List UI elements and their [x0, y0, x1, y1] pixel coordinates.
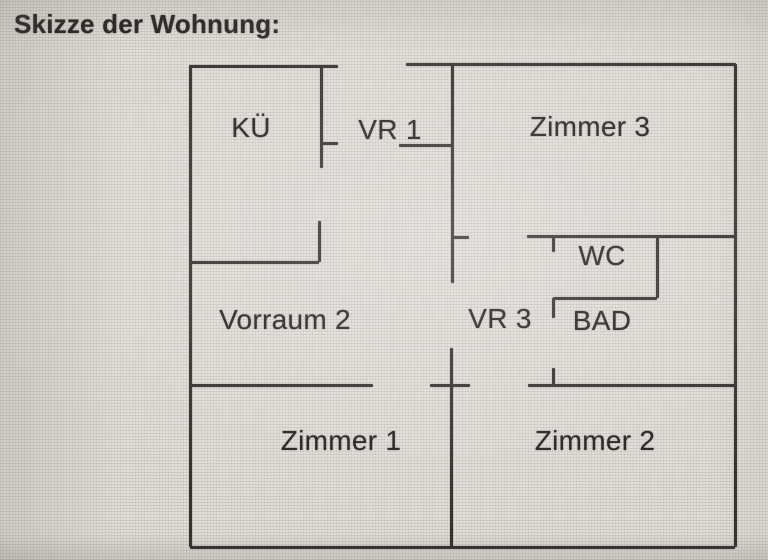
wall-kueche-east-upper [319, 66, 323, 168]
room-label-vorraum-2: Vorraum 2 [219, 304, 351, 335]
room-label-bad: BAD [572, 305, 632, 336]
wall-bad-west-lower-jamb [551, 368, 555, 385]
room-label-vorraum-1: VR 1 [358, 114, 422, 145]
wall-wc-door-jamb [551, 237, 555, 252]
wall-exterior-right [733, 64, 737, 547]
room-label-zimmer-3: Zimmer 3 [529, 111, 651, 142]
wall-kueche-east-lower [317, 221, 321, 262]
room-label-zimmer-1: Zimmer 1 [280, 425, 402, 456]
wall-exterior-top-left [189, 64, 338, 68]
room-label-vorraum-3: VR 3 [468, 303, 532, 334]
wall-hall-south-west [190, 383, 373, 387]
wall-kueche-south [190, 260, 319, 264]
wall-vr1-zimmer3-divider [450, 64, 454, 283]
room-label-kueche: KÜ [231, 112, 271, 143]
wall-vr1-south [399, 143, 452, 147]
wall-hall-south-mid [430, 383, 470, 387]
wall-wc-south [553, 296, 657, 300]
room-label-wc: WC [578, 240, 626, 271]
wall-bad-west-upper [551, 298, 555, 318]
wall-zimmer3-south [527, 234, 735, 238]
wall-exterior-bottom [190, 545, 735, 549]
wall-vr3-north-jamb [452, 235, 469, 239]
room-label-zimmer-2: Zimmer 2 [534, 425, 656, 456]
wall-exterior-left [188, 66, 192, 547]
wall-wc-east [655, 236, 659, 298]
wall-kueche-door-jamb [321, 141, 338, 145]
wall-bad-south [528, 383, 735, 387]
wall-mid-divider-lower [449, 348, 453, 547]
page-title: Skizze der Wohnung: [14, 9, 281, 39]
wall-exterior-top-right [406, 62, 736, 66]
